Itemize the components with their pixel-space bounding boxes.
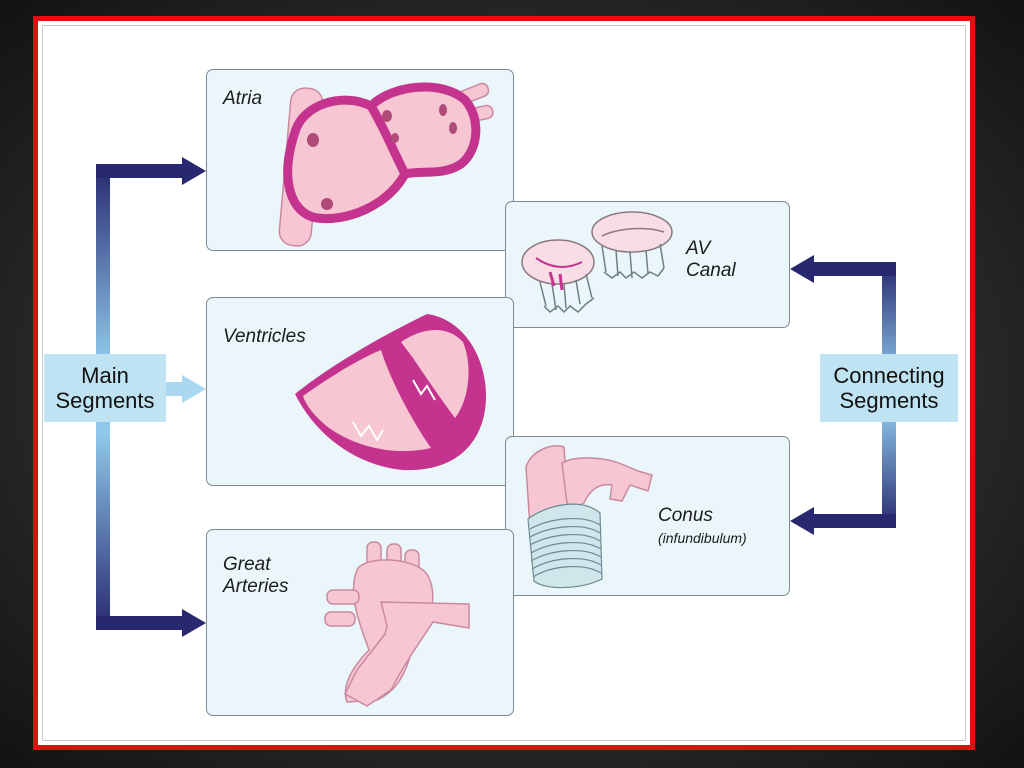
papillary-muscles-icon (352, 379, 436, 442)
atria-panel: Atria (206, 69, 514, 251)
arrow-to-ventricles-head (182, 375, 206, 403)
arrow-to-av-canal-head (790, 255, 814, 283)
atria-label: Atria (223, 88, 263, 109)
ventricles-panel: Ventricles (206, 297, 514, 486)
vein-openings-icon (307, 104, 457, 210)
conus-panel: Conus (infundibulum) (505, 436, 790, 596)
conus-label: Conus (658, 505, 713, 526)
main-segments-label: Main Segments (44, 354, 166, 422)
great-arteries-label-line2: Arteries (223, 576, 289, 597)
great-arteries-panel: Great Arteries (206, 529, 514, 716)
pulmonary-artery-icon (344, 601, 470, 707)
arrow-to-great-arteries-head (182, 609, 206, 637)
av-canal-panel: AV Canal (505, 201, 790, 328)
main-segments-line2: Segments (55, 388, 155, 413)
av-canal-label-line2: Canal (686, 260, 736, 281)
ventricles-illustration (295, 314, 486, 471)
atrial-septum-icon (367, 103, 410, 177)
atria-illustration (278, 82, 494, 247)
conus-sublabel: (infundibulum) (658, 530, 747, 546)
arrow-to-av-canal-shaft (812, 262, 896, 276)
pulmonary-trunk-icon (561, 457, 653, 513)
infundibulum-coil-icon (527, 503, 603, 589)
connecting-segments-line2: Segments (839, 388, 939, 413)
connecting-segments-line1: Connecting (833, 363, 945, 388)
arrow-to-conus-shaft (812, 514, 896, 528)
slide-inner-border (42, 25, 966, 741)
right-ventricle-cavity-icon (303, 350, 431, 452)
main-segments-line1: Main (81, 363, 129, 388)
atria-chambers-icon (283, 82, 481, 224)
arrow-to-conus-head (790, 507, 814, 535)
great-arteries-label-line1: Great (223, 554, 271, 575)
av-valves-illustration (521, 211, 673, 314)
left-ventricle-cavity-icon (401, 329, 469, 418)
arrow-to-atria-head (182, 157, 206, 185)
great-arteries-illustration (324, 541, 470, 707)
conus-illustration (525, 445, 653, 589)
av-canal-label-line1: AV (686, 238, 711, 259)
tricuspid-valve-icon (591, 211, 673, 279)
connecting-segments-label: Connecting Segments (820, 354, 958, 422)
ventricles-label: Ventricles (223, 326, 306, 347)
mitral-valve-icon (521, 239, 595, 314)
arrow-to-great-arteries-shaft (96, 616, 184, 630)
arrow-to-atria-shaft (96, 164, 184, 178)
